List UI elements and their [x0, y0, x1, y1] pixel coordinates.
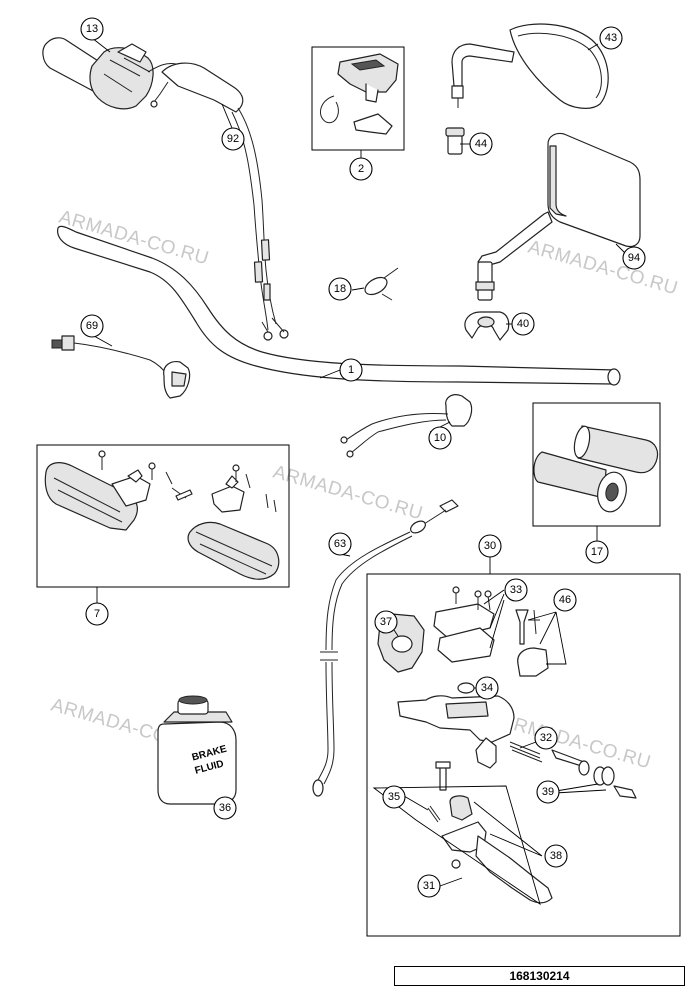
brake-line-part [312, 499, 459, 797]
mirror-clamp-part [464, 311, 510, 341]
callout-34-label: 34 [481, 682, 493, 694]
callout-37-label: 37 [380, 616, 392, 628]
callout-34: 34 [475, 676, 499, 700]
callout-10-label: 10 [434, 432, 446, 444]
callout-18: 18 [328, 277, 352, 301]
callout-94-label: 94 [628, 252, 640, 264]
stop-switch-part [51, 335, 191, 399]
callout-7-label: 7 [94, 608, 100, 620]
brake-master-cylinder-assembly [366, 573, 681, 937]
callout-35-label: 35 [388, 791, 400, 803]
throttle-cables-part [150, 62, 289, 341]
callout-10: 10 [428, 426, 452, 450]
callout-63: 63 [328, 532, 352, 556]
callout-40: 40 [511, 312, 535, 336]
callout-36-label: 36 [219, 802, 231, 814]
callout-39-label: 39 [542, 786, 554, 798]
watermark-3: ARMADA-CO.RU [271, 462, 426, 525]
callout-92: 92 [221, 127, 245, 151]
cable-tie-part [364, 267, 399, 301]
callout-2: 2 [349, 157, 373, 181]
callout-69-label: 69 [86, 320, 98, 332]
callout-44: 44 [469, 132, 493, 156]
mirror-right-part [475, 132, 641, 301]
callout-40-label: 40 [517, 318, 529, 330]
callout-30: 30 [478, 534, 502, 558]
handguards-part [36, 444, 290, 588]
mirror-left-part [451, 23, 609, 109]
callout-33: 33 [504, 578, 528, 602]
leader-lines [91, 37, 627, 906]
mirror-adapter-part [445, 127, 465, 155]
switch-unit-part [340, 394, 473, 458]
callout-7: 7 [85, 602, 109, 626]
drawing-number: 168130214 [509, 969, 570, 983]
callout-38: 38 [544, 844, 568, 868]
callout-63-label: 63 [334, 538, 346, 550]
callout-31: 31 [417, 874, 441, 898]
callout-30-label: 30 [484, 540, 496, 552]
grips-part [532, 402, 661, 527]
callout-2-label: 2 [358, 163, 364, 175]
callout-31-label: 31 [423, 880, 435, 892]
callout-92-label: 92 [227, 133, 239, 145]
callout-38-label: 38 [550, 850, 562, 862]
drawing-number-box: 168130214 [394, 966, 685, 986]
callout-1: 1 [339, 358, 363, 382]
callout-37: 37 [374, 610, 398, 634]
callout-13-label: 13 [86, 23, 98, 35]
callout-35: 35 [382, 785, 406, 809]
callout-46: 46 [553, 588, 577, 612]
callout-46-label: 46 [559, 594, 571, 606]
callout-13: 13 [80, 17, 104, 41]
switch-kit-part [311, 46, 405, 151]
callout-43: 43 [599, 26, 623, 50]
callout-1-label: 1 [348, 364, 354, 376]
callout-32: 32 [534, 726, 558, 750]
callout-32-label: 32 [540, 732, 552, 744]
brake-fluid-part: BRAKE FLUID [157, 695, 237, 805]
watermark-2: ARMADA-CO.RU [526, 237, 681, 300]
callout-94: 94 [622, 246, 646, 270]
callout-18-label: 18 [334, 283, 346, 295]
callout-39: 39 [536, 780, 560, 804]
callout-17: 17 [585, 540, 609, 564]
callout-43-label: 43 [605, 32, 617, 44]
callout-33-label: 33 [510, 584, 522, 596]
throttle-grip-part [42, 37, 177, 110]
handlebar-part [57, 225, 621, 386]
callout-69: 69 [80, 314, 104, 338]
callout-17-label: 17 [591, 546, 603, 558]
callout-36: 36 [213, 796, 237, 820]
callout-44-label: 44 [475, 138, 487, 150]
